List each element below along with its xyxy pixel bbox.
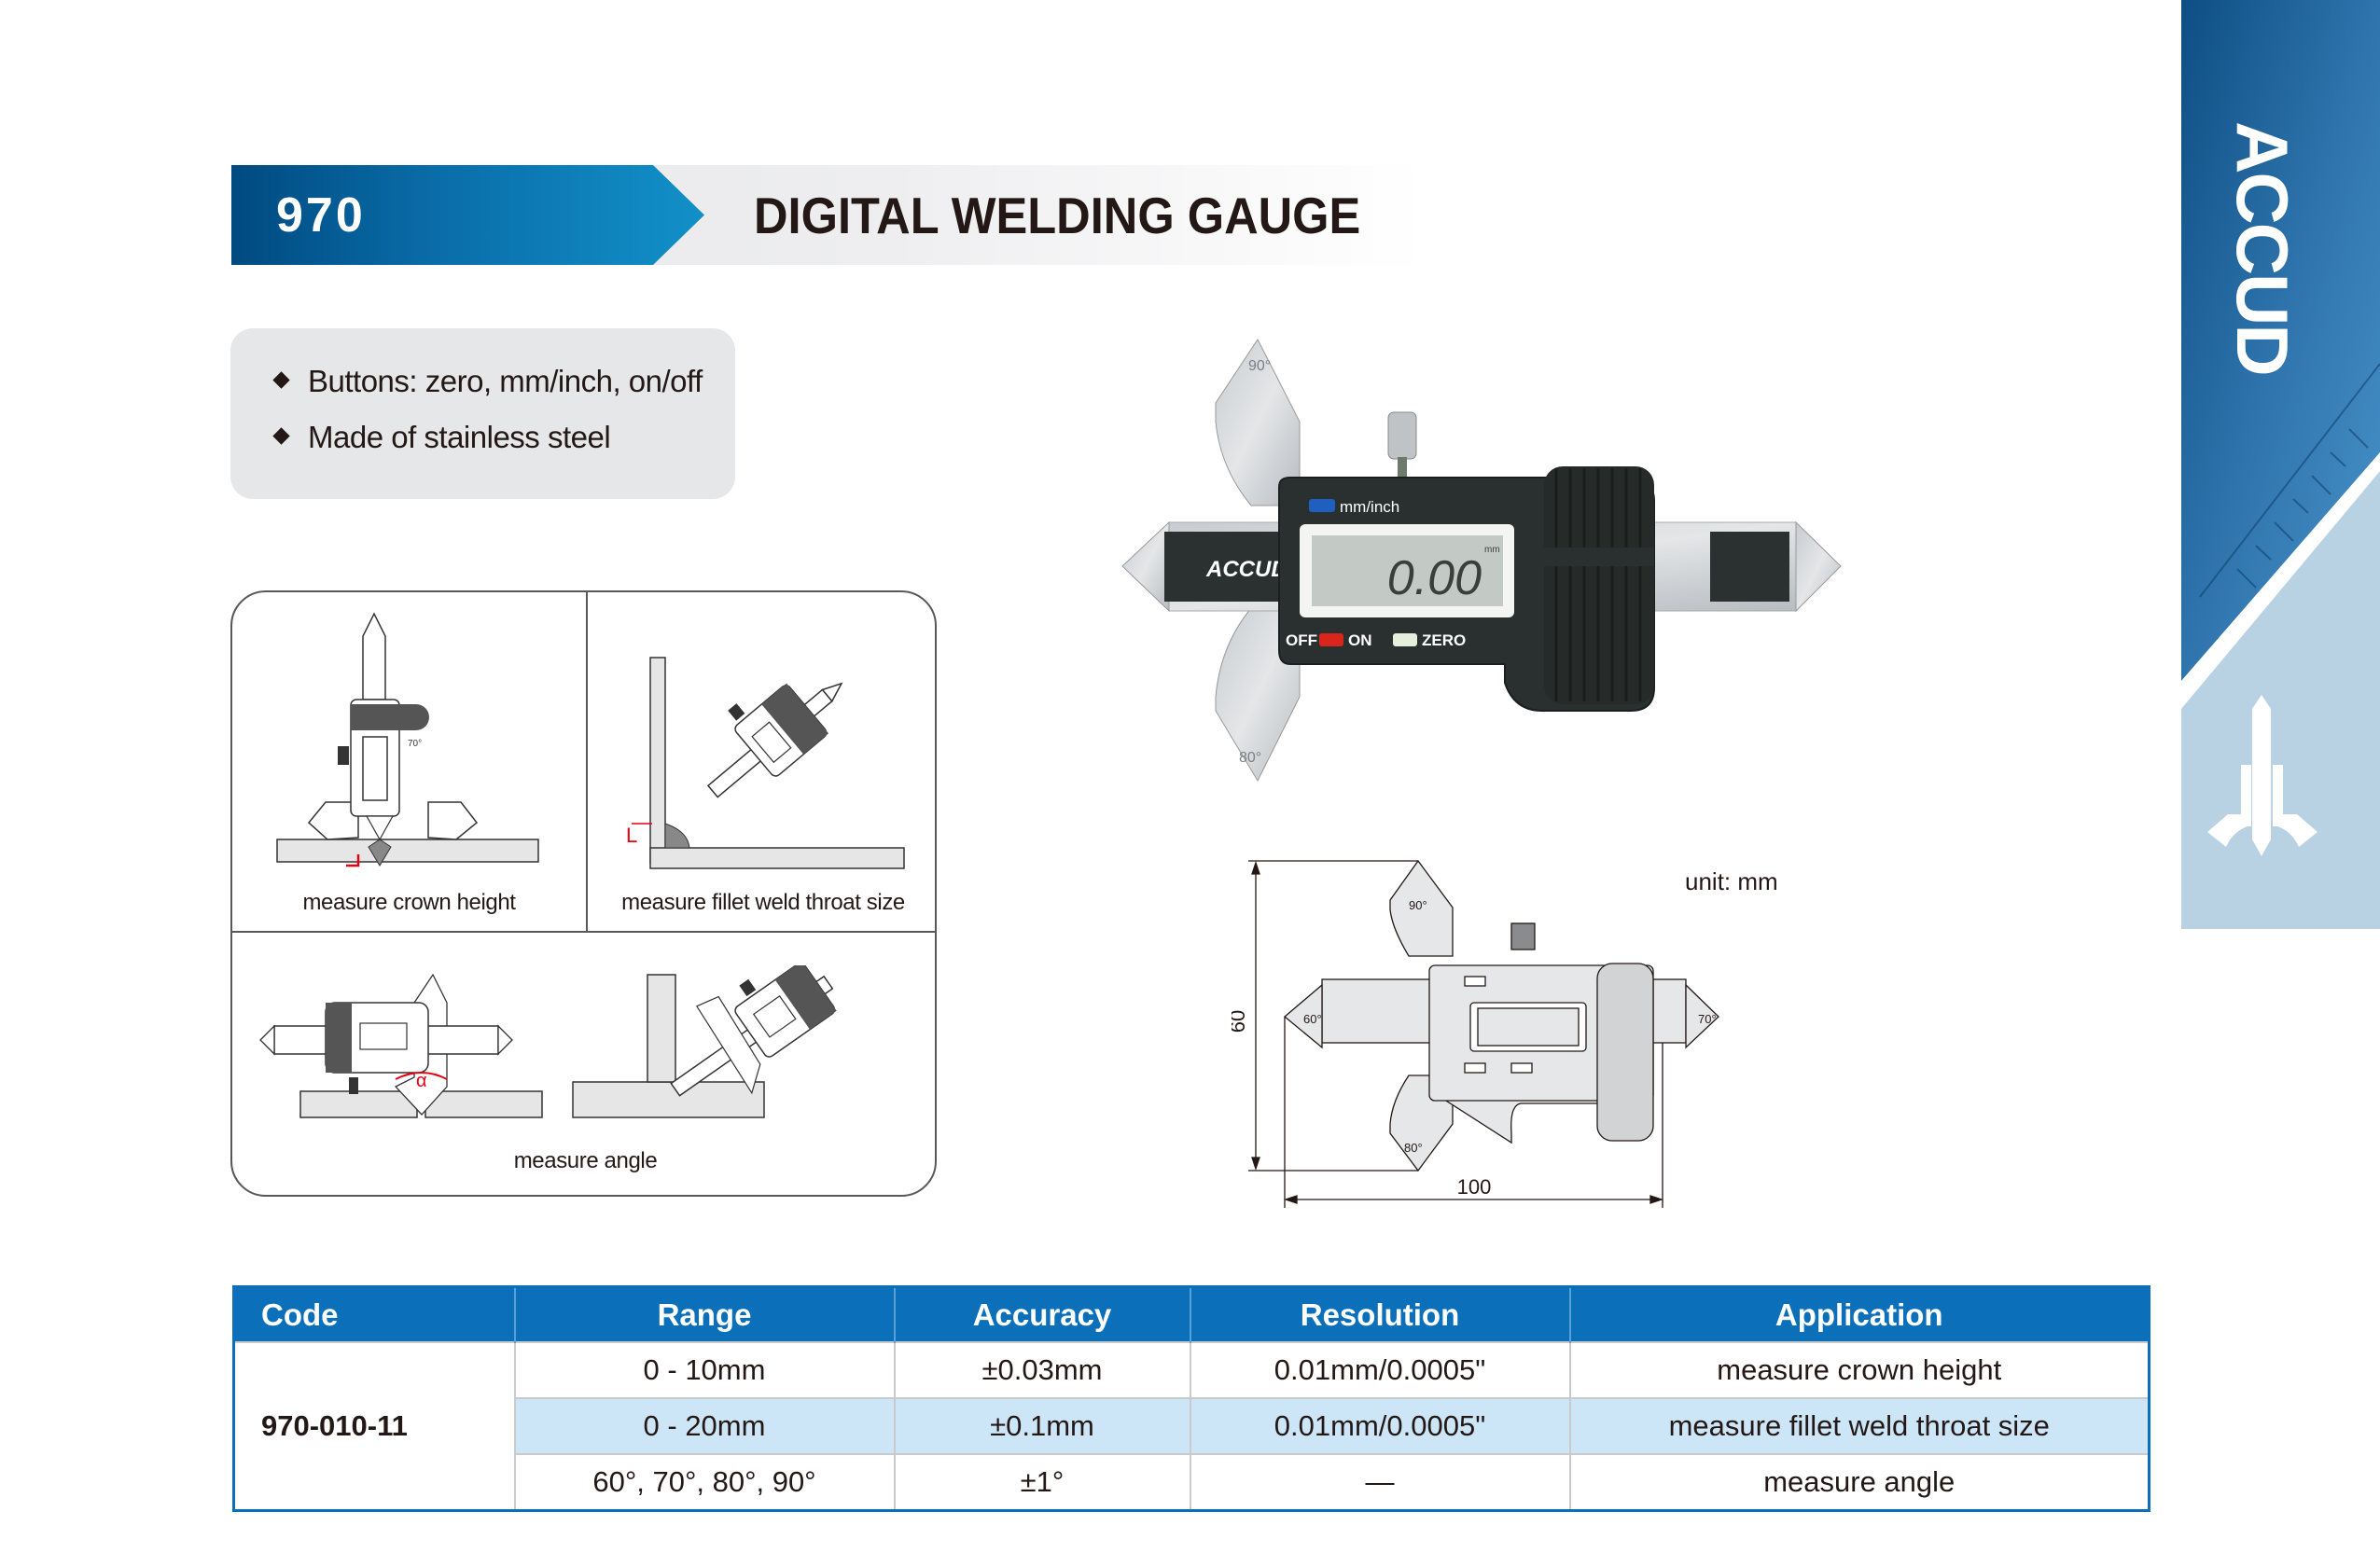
header-code-arrow bbox=[231, 165, 704, 265]
fillet-weld-illustration: L bbox=[626, 657, 905, 869]
spec-table: Code Range Accuracy Resolution Applicati… bbox=[232, 1285, 2150, 1512]
svg-text:ON: ON bbox=[1348, 631, 1372, 649]
svg-text:70°: 70° bbox=[1698, 1012, 1717, 1026]
feature-item: Buttons: zero, mm/inch, on/off bbox=[272, 364, 703, 399]
caption-fillet-weld: measure fillet weld throat size bbox=[621, 890, 905, 915]
cell-application: measure angle bbox=[1568, 1453, 2150, 1511]
svg-text:ACCUD: ACCUD bbox=[1205, 557, 1287, 582]
svg-text:mm/inch: mm/inch bbox=[1340, 498, 1399, 516]
svg-text:α: α bbox=[416, 1071, 427, 1091]
col-header-resolution: Resolution bbox=[1189, 1286, 1570, 1342]
cell-resolution: — bbox=[1189, 1453, 1570, 1511]
svg-text:80°: 80° bbox=[1239, 750, 1261, 766]
svg-text:70°: 70° bbox=[408, 739, 422, 749]
col-header-code: Code bbox=[233, 1286, 515, 1342]
product-code: 970 bbox=[276, 188, 366, 243]
usage-diagrams: 70° measure crown height L measure fille… bbox=[230, 590, 937, 1197]
svg-text:ACCUD: ACCUD bbox=[2221, 121, 2303, 375]
svg-text:90°: 90° bbox=[1248, 358, 1271, 374]
caption-measure-angle: measure angle bbox=[513, 1148, 658, 1173]
cell-range: 0 - 10mm bbox=[513, 1341, 895, 1398]
col-header-accuracy: Accuracy bbox=[893, 1286, 1190, 1342]
cell-accuracy: ±0.03mm bbox=[893, 1341, 1190, 1398]
svg-text:ZERO: ZERO bbox=[1422, 631, 1466, 649]
cell-resolution: 0.01mm/0.0005" bbox=[1189, 1397, 1570, 1454]
product-photo: ACCUD mm/inch 0.00 mm OFF ON ZERO 90° 80… bbox=[1121, 339, 1842, 783]
col-header-range: Range bbox=[513, 1286, 895, 1342]
cell-application: measure fillet weld throat size bbox=[1568, 1397, 2150, 1454]
cell-code: 970-010-11 bbox=[233, 1341, 515, 1511]
svg-text:100: 100 bbox=[1457, 1175, 1492, 1199]
svg-text:60: 60 bbox=[1232, 1010, 1249, 1033]
page-title: DIGITAL WELDING GAUGE bbox=[754, 187, 1361, 244]
svg-text:60°: 60° bbox=[1303, 1012, 1322, 1026]
feature-text: Buttons: zero, mm/inch, on/off bbox=[308, 364, 703, 398]
cell-accuracy: ±0.1mm bbox=[893, 1397, 1190, 1454]
svg-text:80°: 80° bbox=[1404, 1141, 1423, 1155]
crown-height-illustration: 70° bbox=[276, 612, 539, 867]
dimension-drawing: 60° 70° 90° 80° 60 100 bbox=[1232, 859, 1719, 1208]
divider bbox=[586, 592, 588, 931]
angle-illustration: α bbox=[259, 965, 837, 1118]
cell-range: 0 - 20mm bbox=[513, 1397, 895, 1454]
divider bbox=[232, 931, 935, 933]
table-row: 970-010-11 0 - 10mm ±0.03mm 0.01mm/0.000… bbox=[233, 1341, 2150, 1511]
feature-text: Made of stainless steel bbox=[308, 420, 611, 454]
svg-text:0.00: 0.00 bbox=[1387, 551, 1482, 605]
table-header-row: Code Range Accuracy Resolution Applicati… bbox=[233, 1286, 2150, 1342]
caption-crown-height: measure crown height bbox=[302, 890, 516, 915]
cell-accuracy: ±1° bbox=[893, 1453, 1190, 1511]
brand-sidebar: ACCUD bbox=[2181, 0, 2380, 929]
welding-gauge-icon bbox=[2207, 695, 2317, 856]
unit-label: unit: mm bbox=[1685, 867, 1778, 895]
col-header-application: Application bbox=[1568, 1286, 2150, 1342]
cell-range: 60°, 70°, 80°, 90° bbox=[513, 1453, 895, 1511]
feature-item: Made of stainless steel bbox=[272, 420, 611, 455]
cell-application: measure crown height bbox=[1568, 1341, 2150, 1398]
svg-text:90°: 90° bbox=[1409, 898, 1427, 912]
cell-resolution: 0.01mm/0.0005" bbox=[1189, 1341, 1570, 1398]
table-row: 60°, 70°, 80°, 90° ±1° — measure angle bbox=[234, 1453, 2150, 1511]
svg-text:mm: mm bbox=[1484, 545, 1500, 555]
units-button-color bbox=[1309, 499, 1335, 512]
table-row: 0 - 20mm ±0.1mm 0.01mm/0.0005" measure f… bbox=[234, 1397, 2150, 1454]
bullet-diamond-icon bbox=[272, 371, 290, 389]
features-box: Buttons: zero, mm/inch, on/off Made of s… bbox=[230, 328, 735, 499]
svg-text:OFF: OFF bbox=[1286, 631, 1317, 649]
bullet-diamond-icon bbox=[272, 427, 290, 445]
svg-text:L: L bbox=[626, 824, 637, 847]
